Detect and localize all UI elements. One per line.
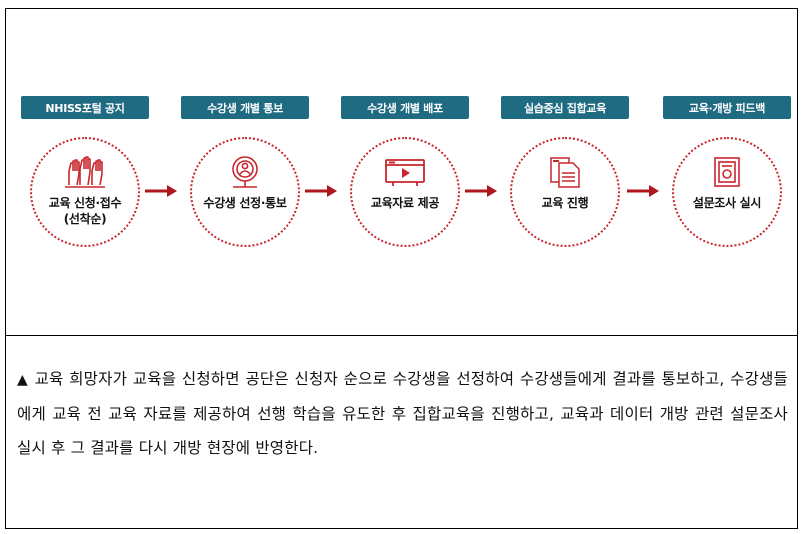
person-badge-icon — [223, 155, 267, 189]
video-screen-icon — [383, 155, 427, 189]
caption-text: 교육 희망자가 교육을 신청하면 공단은 신청자 순으로 수강생을 선정하여 수… — [17, 370, 789, 457]
step-circle: 교육 신청·접수 (선착순) — [30, 137, 140, 247]
step-tag: 교육·개방 피드백 — [663, 96, 791, 119]
step-circle: 수강생 선정·통보 — [190, 137, 300, 247]
step-circle: 교육 진행 — [510, 137, 620, 247]
process-step-survey: 교육·개방 피드백 설문조사 실시 — [658, 96, 796, 247]
survey-box-icon — [705, 155, 749, 189]
figure-frame: NHISS포털 공지 교육 신청·접수 (선착순) 수강생 개별 통보 — [5, 8, 798, 529]
arrow-right-icon — [465, 185, 497, 197]
figure-caption: ▲교육 희망자가 교육을 신청하면 공단은 신청자 순으로 수강생을 선정하여 … — [17, 362, 788, 465]
documents-icon — [543, 155, 587, 189]
step-label: 수강생 선정·통보 — [203, 196, 287, 210]
process-step-materials: 수강생 개별 배포 교육자료 제공 — [336, 96, 474, 247]
step-label: 설문조사 실시 — [692, 196, 762, 210]
step-label: 교육 진행 — [541, 196, 589, 210]
step-circle: 설문조사 실시 — [672, 137, 782, 247]
step-tag: 실습중심 집합교육 — [501, 96, 629, 119]
step-circle: 교육자료 제공 — [350, 137, 460, 247]
process-step-training: 실습중심 집합교육 교육 진행 — [496, 96, 634, 247]
step-tag: 수강생 개별 배포 — [341, 96, 469, 119]
process-step-apply: NHISS포털 공지 교육 신청·접수 (선착순) — [16, 96, 154, 247]
process-step-notify: 수강생 개별 통보 수강생 선정·통보 — [176, 96, 314, 247]
step-label: 교육자료 제공 — [370, 196, 440, 210]
step-label: 교육 신청·접수 (선착순) — [48, 196, 122, 226]
arrow-right-icon — [145, 185, 177, 197]
arrow-right-icon — [627, 185, 659, 197]
raised-hands-icon — [63, 155, 107, 189]
step-tag: 수강생 개별 통보 — [181, 96, 309, 119]
step-tag: NHISS포털 공지 — [21, 96, 149, 119]
arrow-right-icon — [305, 185, 337, 197]
triangle-marker: ▲ — [17, 372, 29, 388]
section-divider — [6, 335, 797, 336]
